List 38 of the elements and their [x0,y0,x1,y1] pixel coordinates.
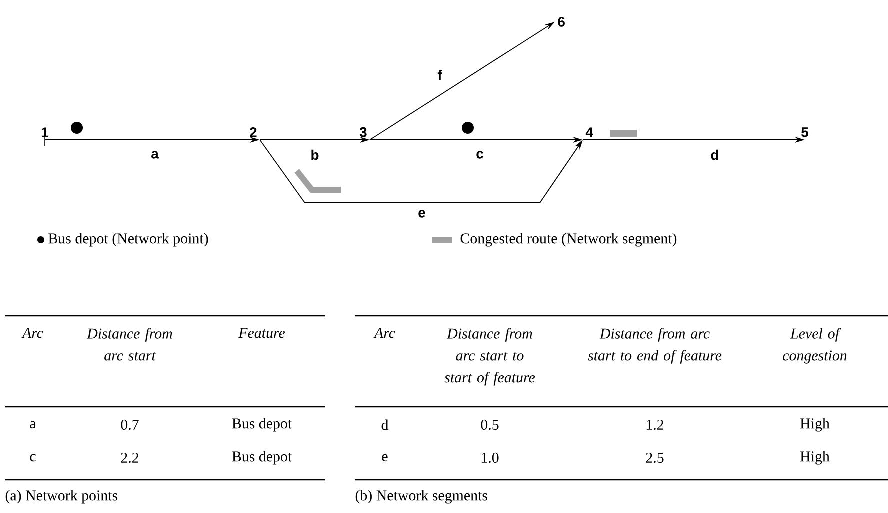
table-cell-text: 1.2 [646,420,664,430]
column-header: Distance from arc start [86,328,172,361]
table-cell-text: Bus depot [232,418,292,432]
table-cell-text: 1.0 [482,452,499,464]
arc-label: b [312,150,319,160]
legend-text: Congested route (Network segment) [460,233,677,247]
table-caption: (b) Network segments [356,490,488,504]
table-cell-text: 2.2 [121,452,139,464]
table-cell-text: 0.7 [121,420,139,430]
point-label: 6 [558,17,565,27]
table-cell-text: Bus depot [232,451,292,465]
table-caption: (a) Network points [6,490,118,504]
column-header: Distance from arc start to end of feature [588,328,722,364]
table-cell-text: High [800,418,830,432]
column-header: Level of congestion [783,328,847,364]
arc-label: d [711,150,718,160]
column-header: Feature [238,328,286,338]
table-cell-text: 2.5 [646,452,664,464]
point-label: 5 [802,128,808,138]
table-cell-text: 0.5 [481,420,499,430]
point-label: 2 [250,128,257,138]
arc-label: c [476,151,484,159]
column-header: Arc [374,328,396,338]
table-cell-text: High [800,451,830,465]
point-label: 1 [42,128,48,138]
table-cell-text: c [30,454,36,462]
point-label: 3 [360,127,367,138]
arc-label: e [418,210,426,218]
arc-label: f [438,70,442,80]
arrow [260,140,583,204]
legend-text: Bus depot (Network point) [48,233,208,247]
table-cell-text: e [382,454,388,462]
column-header: Arc [22,328,44,338]
arc-label: a [152,151,159,159]
table-cell-text: d [382,420,389,430]
point-label: 4 [586,128,594,138]
column-header: Distance from arc start to start of feature [444,328,536,386]
table-cell-text: a [30,421,36,429]
